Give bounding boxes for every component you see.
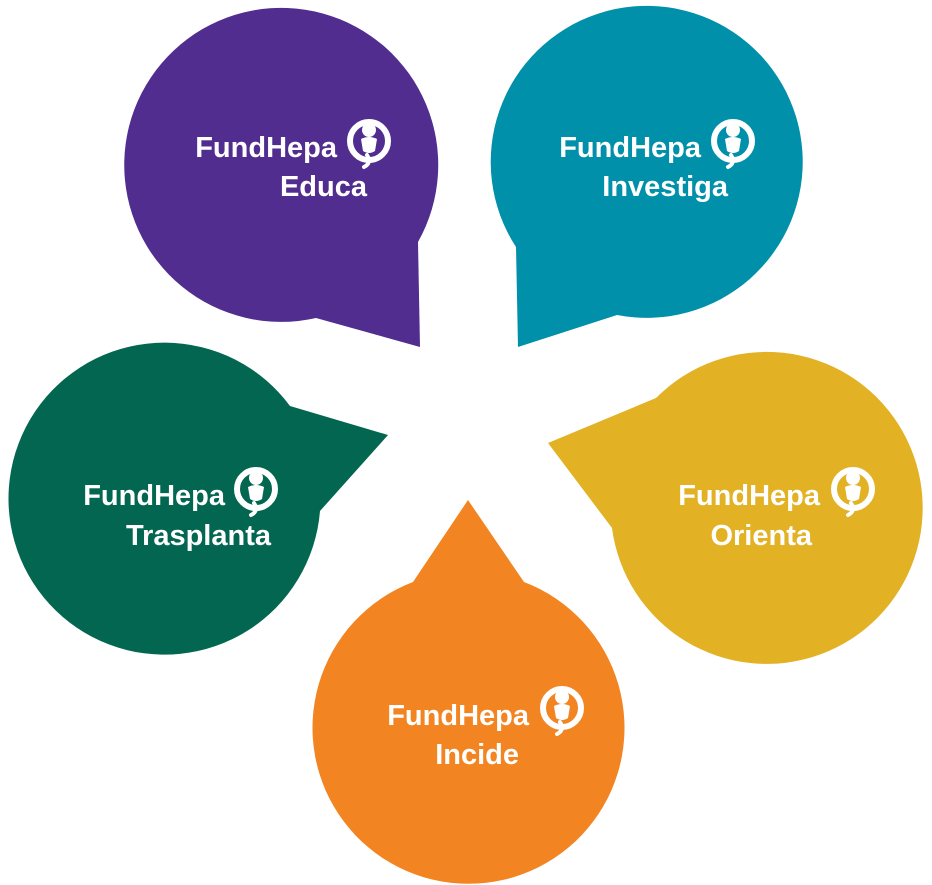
bubble-investiga-name: Investiga: [602, 171, 729, 203]
bubble-incide-shape: [312, 500, 625, 884]
bubble-incide-name: Incide: [435, 739, 519, 771]
bubble-trasplanta-shape: [8, 342, 388, 655]
bubble-investiga: FundHepa Investiga: [490, 5, 803, 347]
person-circle-icon: [540, 686, 584, 736]
person-circle-icon: [831, 467, 875, 517]
bubble-incide-brand: FundHepa: [387, 700, 530, 732]
bubble-trasplanta-brand: FundHepa: [83, 480, 226, 512]
person-circle-icon: [711, 119, 755, 169]
bubble-trasplanta: FundHepa Trasplanta: [8, 342, 388, 655]
bubble-educa-brand: FundHepa: [195, 132, 338, 164]
bubble-educa: FundHepa Educa: [124, 7, 439, 348]
bubble-investiga-brand: FundHepa: [559, 132, 702, 164]
bubble-trasplanta-name: Trasplanta: [126, 520, 272, 552]
bubble-orienta-shape: [548, 351, 923, 664]
bubble-orienta: FundHepa Orienta: [548, 351, 923, 664]
bubble-investiga-shape: [490, 5, 803, 347]
bubble-orienta-brand: FundHepa: [678, 480, 821, 512]
bubble-educa-shape: [124, 7, 439, 348]
bubble-incide: FundHepa Incide: [312, 500, 625, 884]
person-circle-icon: [234, 467, 278, 517]
person-circle-icon: [347, 119, 391, 169]
bubble-orienta-name: Orienta: [710, 520, 812, 552]
bubble-educa-name: Educa: [280, 171, 368, 203]
